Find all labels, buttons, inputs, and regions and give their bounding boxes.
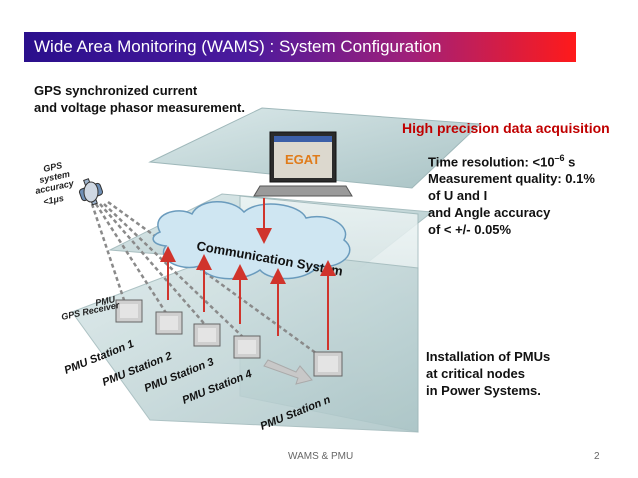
gps-description-line2: and voltage phasor measurement. [34,100,245,115]
measurement-quality-line: Measurement quality: 0.1% [428,171,595,187]
pmu-box [155,311,183,335]
installation-line1: Installation of PMUs [426,349,551,364]
angle-accuracy-line: and Angle accuracy [428,205,551,221]
slide-title: Wide Area Monitoring (WAMS) : System Con… [34,37,442,56]
measurement-quality-line2: of U and I [428,188,488,204]
pmu-box [193,323,221,347]
angle-accuracy-line2: of < +/- 0.05% [428,222,512,238]
precision-heading: High precision data acquisition [402,120,610,136]
satellite-icon [78,178,104,206]
installation-line2: at critical nodes [426,366,525,381]
monitor-logo: EGAT [285,152,320,167]
pmu-units [115,299,343,377]
time-resolution-line: Time resolution: <10–6 s [428,150,595,170]
page-number: 2 [594,451,600,462]
installation-note: Installation of PMUs at critical nodes i… [426,348,550,399]
data-flow-arrows [160,198,336,350]
continuation-arrow [263,359,313,385]
time-resolution-prefix: Time resolution: <10 [428,154,555,170]
pmu-label: PMU [94,294,116,308]
pmu-box [115,299,143,323]
gps-label-l4: <1μs [42,193,64,207]
gps-description: GPS synchronized current and voltage pha… [34,82,245,116]
gps-accuracy-label: GPS system accuracy <1μs [34,160,75,207]
time-resolution-unit: s [564,154,576,170]
gps-label-l1: GPS [42,160,63,174]
footer-text: WAMS & PMU [288,451,354,462]
pmu-box [233,335,261,359]
monitor-icon: EGAT [253,131,353,197]
gps-signal-rays [90,200,321,358]
time-resolution-exponent: –6 [554,153,565,163]
pmu-box [313,351,343,377]
installation-line3: in Power Systems. [426,383,541,398]
precision-details: Time resolution: <10–6 s Measurement qua… [428,150,595,238]
title-bar: Wide Area Monitoring (WAMS) : System Con… [24,32,576,62]
gps-description-line1: GPS synchronized current [34,83,198,98]
